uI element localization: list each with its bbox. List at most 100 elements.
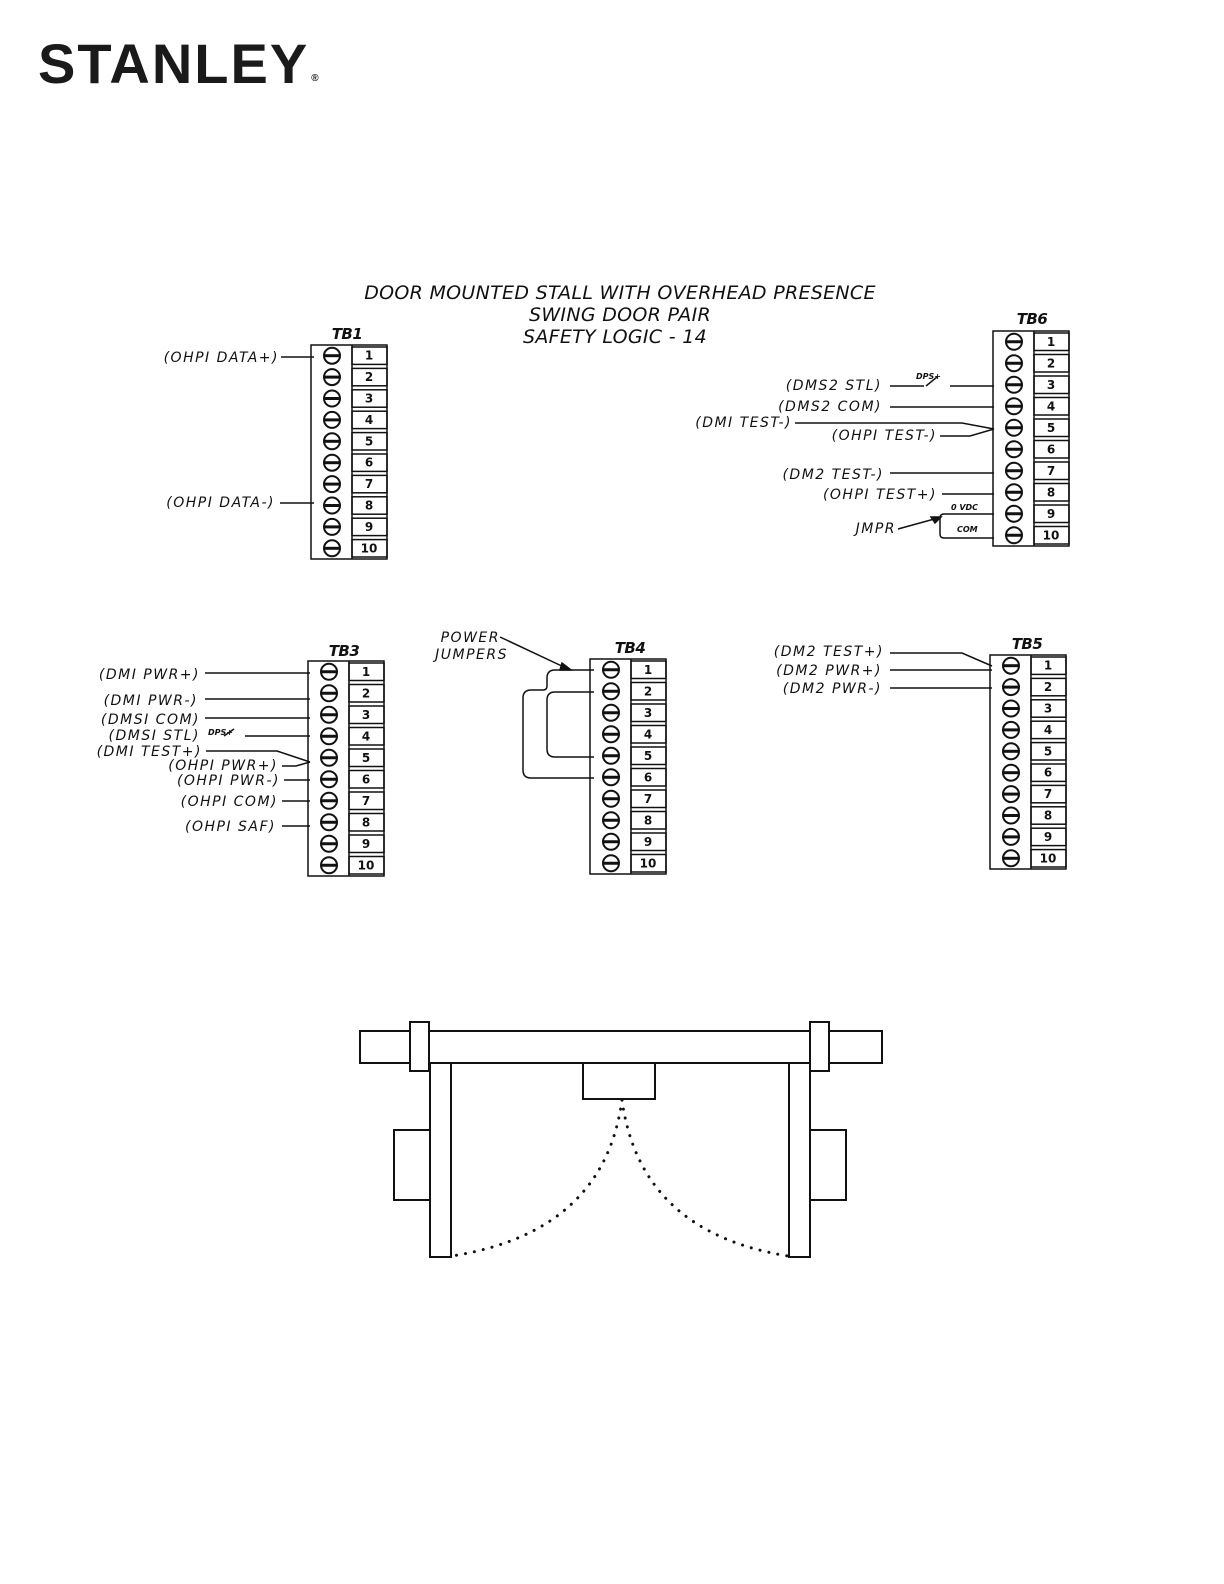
terminal-number-box: [1033, 504, 1070, 524]
left-jamb-cap: [409, 1021, 430, 1072]
logo-text: STANLEY: [38, 32, 310, 95]
dps-switch-symbol: [925, 376, 938, 387]
left-operator-box: [393, 1129, 431, 1201]
terminal-number-box: [1033, 482, 1070, 502]
terminal-number: 7: [365, 477, 373, 491]
terminal-number: 2: [644, 684, 652, 698]
terminal-number-box: [348, 726, 385, 746]
label-jmpr: JMPR: [853, 521, 896, 537]
tb4-name: TB4: [615, 639, 646, 657]
terminal-number-box: [348, 834, 385, 854]
jmpr-pointer: [897, 517, 939, 530]
label-jumpers: JUMPERS: [432, 647, 508, 663]
power-pointer: [499, 636, 567, 669]
terminal-number-box: [630, 789, 667, 809]
terminal-number-box: [348, 791, 385, 811]
terminal-number-box: [351, 346, 388, 366]
terminal-number-box: [351, 367, 388, 387]
terminal-number: 7: [644, 792, 652, 806]
tb4-wiring: POWER JUMPERS: [432, 630, 594, 779]
terminal-number: 5: [362, 751, 370, 765]
terminal-number-box: [1033, 418, 1070, 438]
terminal-block-frame: [307, 660, 385, 877]
terminal-number-box: [1033, 332, 1070, 352]
wire-dm1-test-minus: [795, 422, 995, 430]
label-zero-vdc: 0 VDC: [951, 503, 978, 512]
terminal-number-box: [351, 453, 388, 473]
terminal-number-box: [348, 683, 385, 703]
terminal-number: 3: [644, 706, 652, 720]
jumper-wire-1-6: [522, 669, 594, 779]
terminal-number-box: [630, 810, 667, 830]
terminal-number-box: [1030, 656, 1067, 676]
terminal-number: 10: [1043, 528, 1060, 542]
terminal-number: 5: [365, 434, 373, 448]
title-line-1: DOOR MOUNTED STALL WITH OVERHEAD PRESENC…: [364, 282, 876, 304]
label-dm2-pwr-plus: (DM2 PWR+): [776, 663, 882, 679]
terminal-number-box: [348, 662, 385, 682]
tb5-name: TB5: [1012, 635, 1043, 653]
terminal-number: 1: [362, 665, 370, 679]
terminal-number: 7: [1044, 787, 1052, 801]
terminal-number-box: [630, 724, 667, 744]
terminal-number: 4: [362, 729, 370, 743]
stanley-logo: STANLEY®: [38, 36, 321, 92]
terminal-number: 4: [365, 413, 373, 427]
terminal-number: 9: [1044, 830, 1052, 844]
terminal-number-box: [351, 538, 388, 558]
terminal-number-box: [1033, 525, 1070, 545]
terminal-number: 3: [365, 392, 373, 406]
terminal-number: 8: [362, 815, 370, 829]
terminal-number-box: [630, 703, 667, 723]
terminal-number-box: [1030, 806, 1067, 825]
terminal-number-box: [1030, 699, 1067, 718]
terminal-number-box: [630, 853, 667, 873]
terminal-number: 5: [644, 749, 652, 763]
label-dm1-pwr-plus: (DMI PWR+): [99, 667, 200, 683]
label-ohp1-pwr-minus: (OHPI PWR-): [177, 773, 280, 789]
title-line-2: SWING DOOR PAIR: [529, 304, 711, 326]
terminal-number: 8: [1044, 809, 1052, 823]
power-arrowhead: [559, 661, 574, 671]
label-ohp1-saf: (OHPI SAF): [185, 819, 276, 835]
left-swing-arc: [450, 1098, 624, 1258]
tb3-name: TB3: [329, 642, 360, 660]
terminal-number: 4: [644, 727, 652, 741]
terminal-number: 5: [1047, 421, 1055, 435]
wire-ohp1-pwr-plus: [282, 761, 311, 767]
terminal-number: 3: [362, 708, 370, 722]
terminal-number-box: [348, 855, 385, 875]
tb6-wiring: (DMS2 STL) DPS+ (DMS2 COM) (DMI TEST-) (…: [695, 372, 995, 539]
terminal-number-box: [351, 431, 388, 451]
terminal-number: 9: [362, 837, 370, 851]
jumper-loop: [939, 513, 994, 539]
terminal-number: 1: [1044, 659, 1052, 673]
overhead-sensor: [582, 1062, 656, 1100]
tb6-name: TB6: [1017, 310, 1048, 328]
terminal-number: 6: [644, 770, 652, 784]
terminal-block-frame: [992, 330, 1070, 547]
terminal-number: 1: [1047, 335, 1055, 349]
terminal-number-box: [1030, 677, 1067, 697]
terminal-block-frame: [989, 654, 1067, 870]
diagram-title: DOOR MOUNTED STALL WITH OVERHEAD PRESENC…: [364, 282, 876, 348]
terminal-number: 1: [644, 663, 652, 677]
terminal-number: 2: [1044, 680, 1052, 694]
tb1-wiring: (OHPI DATA+) (OHPI DATA-): [164, 350, 314, 511]
terminal-number-box: [348, 748, 385, 768]
terminal-number-box: [1033, 375, 1070, 395]
right-operator-box: [809, 1129, 847, 1201]
terminal-number: 9: [1047, 507, 1055, 521]
terminal-number-box: [348, 812, 385, 832]
terminal-number-box: [630, 660, 667, 680]
terminal-number-box: [630, 746, 667, 766]
label-dm2-pwr-minus: (DM2 PWR-): [783, 681, 882, 697]
terminal-number-box: [351, 474, 388, 494]
terminal-number: 2: [365, 370, 373, 384]
terminal-number: 1: [365, 349, 373, 363]
